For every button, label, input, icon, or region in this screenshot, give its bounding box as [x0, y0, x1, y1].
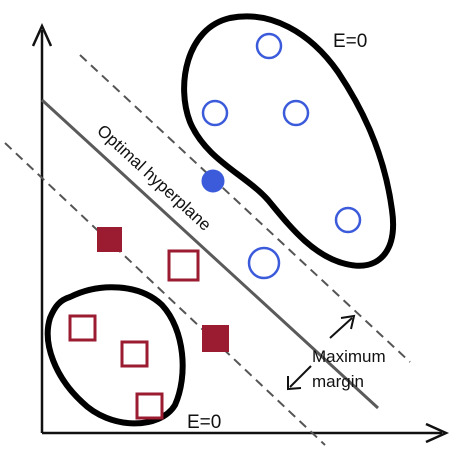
- bottom-left-cluster-outline: [44, 284, 186, 427]
- open-square-support-vector: [167, 249, 200, 282]
- x-axis-arrowhead: [425, 422, 450, 444]
- open-square-point: [135, 392, 164, 420]
- open-circle-point: [255, 32, 283, 60]
- open-circle-point: [282, 99, 310, 127]
- red-class-points: [68, 227, 229, 420]
- margin-arrow-lower-shaft: [289, 365, 312, 388]
- filled-circle-point: [201, 169, 225, 193]
- top-right-cluster-outline: [181, 13, 397, 269]
- upper-margin-line: [79, 54, 411, 363]
- margin-arrow-upper-shaft: [329, 317, 353, 339]
- margin-arrow-upper-head: [340, 314, 356, 330]
- margin-arrows: [287, 314, 356, 391]
- filled-square-point: [97, 227, 122, 252]
- open-circle-point: [201, 99, 229, 127]
- margin-arrow-lower-head: [287, 376, 302, 391]
- bottom-error-label: E=0: [187, 412, 221, 433]
- open-circle-support-vector: [247, 246, 281, 280]
- top-error-label: E=0: [333, 31, 367, 52]
- axes: [31, 22, 450, 444]
- lower-margin-line: [4, 142, 326, 446]
- maximum-margin-label-line2: margin: [312, 372, 364, 391]
- blue-class-points: [201, 32, 362, 280]
- y-axis-arrowhead: [31, 22, 53, 47]
- open-circle-point: [334, 206, 362, 234]
- open-square-point: [68, 314, 97, 342]
- maximum-margin-label-line1: Maximum: [312, 347, 386, 366]
- filled-square-point: [202, 325, 229, 352]
- optimal-hyperplane-line: [40, 98, 380, 410]
- open-square-point: [120, 340, 149, 368]
